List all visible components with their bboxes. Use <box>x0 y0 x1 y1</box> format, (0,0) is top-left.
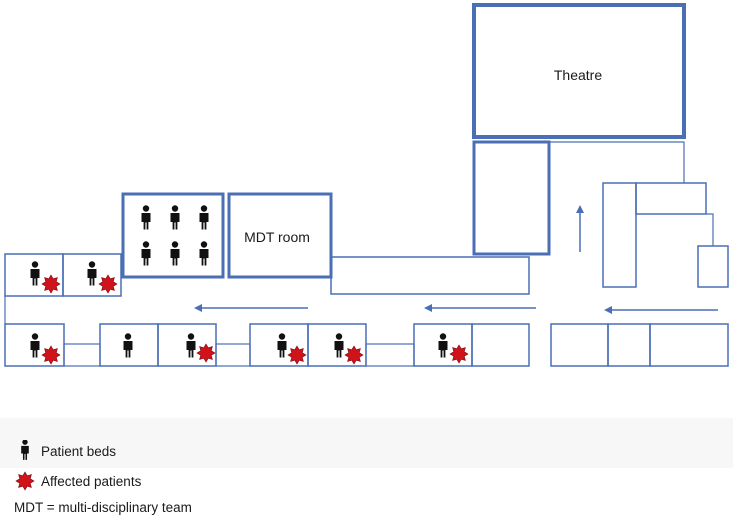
legend-patient-beds-label: Patient beds <box>41 443 117 459</box>
legend-patient-beds: Patient beds <box>14 440 116 462</box>
person-icon <box>141 205 151 230</box>
person-icon <box>123 333 133 358</box>
right-unit-top <box>635 182 707 215</box>
person-icon <box>30 261 40 286</box>
room-b3-link <box>215 343 251 367</box>
room-b1-link <box>63 343 101 367</box>
legend-mdt-definition: MDT = multi-disciplinary team <box>14 500 192 515</box>
person-icon <box>438 333 448 358</box>
person-icon <box>14 440 36 462</box>
corridor-block <box>330 256 530 295</box>
theatre-room <box>472 3 686 139</box>
mdt-room-label: MDT room <box>244 229 310 245</box>
red-star-icon <box>287 345 307 365</box>
right-unit-small <box>697 245 729 288</box>
right-unit-connector <box>706 213 714 246</box>
person-icon <box>334 333 344 358</box>
person-icon <box>186 333 196 358</box>
person-icon <box>199 205 209 230</box>
person-icon <box>199 241 209 266</box>
mdt-definition-text: MDT = multi-disciplinary team <box>14 500 192 515</box>
person-icon <box>30 333 40 358</box>
red-star-icon <box>98 274 118 294</box>
theatre-label: Theatre <box>554 67 602 83</box>
person-icon <box>170 241 180 266</box>
person-icon <box>170 205 180 230</box>
person-icon <box>87 261 97 286</box>
six-bed-bay <box>121 192 225 279</box>
legend-affected-patients-label: Affected patients <box>41 473 142 489</box>
red-star-icon <box>41 345 61 365</box>
red-star-icon <box>14 470 36 492</box>
room-b5-link <box>365 343 415 367</box>
room-b8 <box>550 323 609 367</box>
person-icon <box>277 333 287 358</box>
red-star-icon <box>449 344 469 364</box>
right-unit-tall <box>602 182 637 288</box>
mdt-room <box>227 192 333 279</box>
room-b9 <box>607 323 651 367</box>
theatre-corridor-outline <box>549 141 685 183</box>
red-star-icon <box>344 345 364 365</box>
room-b7 <box>471 323 530 367</box>
side-room-top-2 <box>62 253 122 297</box>
red-star-icon <box>196 343 216 363</box>
person-icon <box>141 241 151 266</box>
legend-background <box>0 418 733 468</box>
anteroom <box>472 140 551 256</box>
red-star-icon <box>41 274 61 294</box>
legend-affected-patients: Affected patients <box>14 470 141 492</box>
ward-floor-plan: Theatre MDT room <box>4 3 729 367</box>
room-b10 <box>649 323 729 367</box>
